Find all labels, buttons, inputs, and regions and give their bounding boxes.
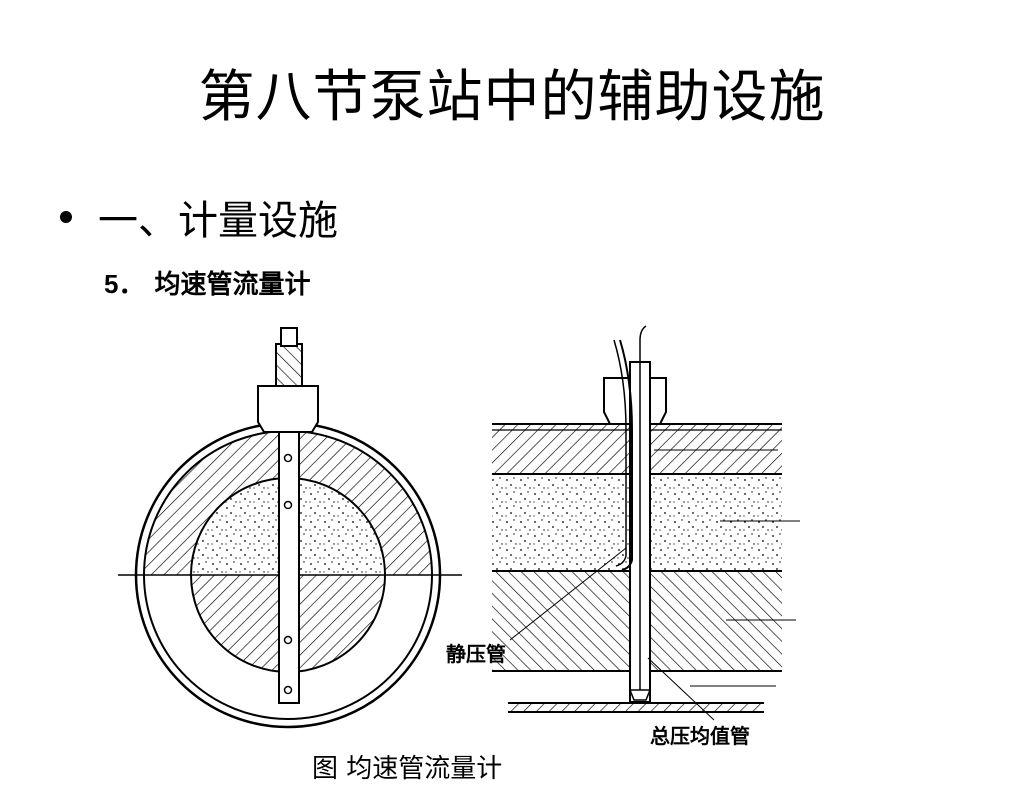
bullet-item: 一、计量设施: [60, 188, 338, 246]
pipe-longitudinal-section: [492, 325, 800, 721]
total-pressure-tube-label: 总压均值管: [650, 724, 750, 748]
static-pressure-tube-label: 静压管: [446, 642, 506, 666]
sub-item-number: 5．: [104, 269, 145, 299]
pipe-cross-section: [118, 327, 462, 729]
slide-title: 第八节泵站中的辅助设施: [198, 65, 826, 130]
sub-item: 5． 均速管流量计: [104, 264, 310, 301]
flowmeter-diagram: [118, 325, 800, 729]
bullet-text: 一、计量设施: [98, 198, 338, 244]
bullet-dot-icon: [60, 211, 72, 223]
figure-caption: 图 均速管流量计: [312, 754, 503, 784]
sub-item-text: 均速管流量计: [154, 270, 311, 300]
